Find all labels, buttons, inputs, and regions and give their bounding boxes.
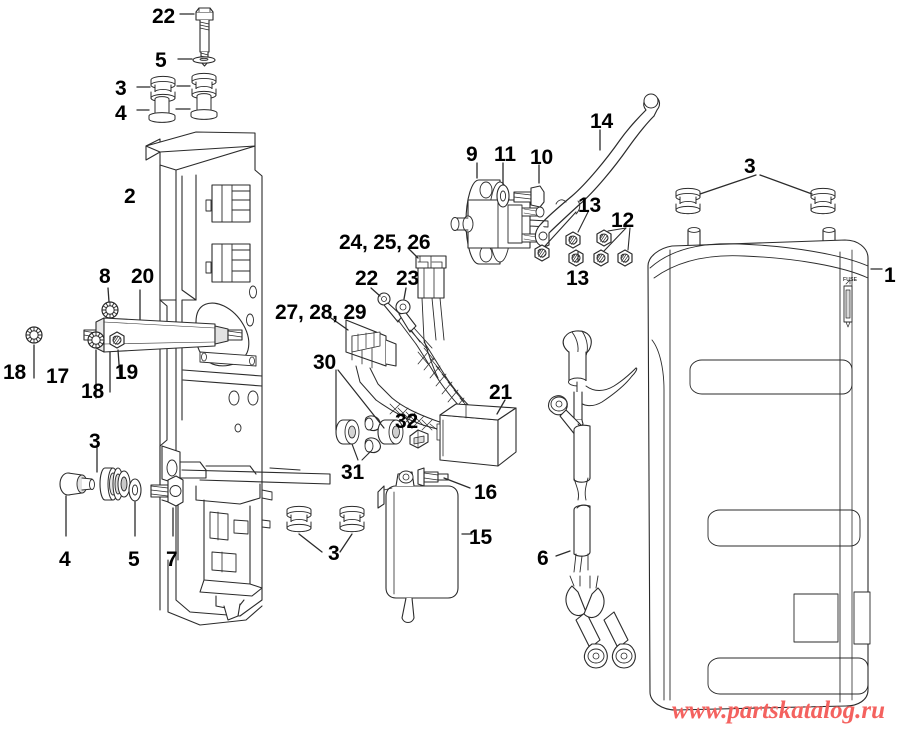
callout-5: 5: [155, 49, 167, 72]
part-12-nut-a: [596, 229, 612, 247]
part-15-control-unit: [377, 470, 473, 624]
callout-2: 2: [124, 185, 136, 208]
callout-9: 9: [466, 143, 478, 166]
callout-21: 21: [489, 381, 512, 404]
part-12-nut-b: [617, 249, 633, 267]
callout-3: 3: [115, 77, 127, 100]
callout-17: 17: [46, 365, 69, 388]
part-11-washer: [496, 162, 510, 208]
callout-12: 12: [611, 209, 634, 232]
callout-27-28-29: 27, 28, 29: [275, 301, 367, 324]
site-watermark: www.partskatalog.ru: [672, 697, 886, 724]
callout-19: 19: [115, 361, 138, 384]
part-8-washer: [101, 301, 119, 319]
part-3-grommet-bottom-left: [286, 505, 312, 533]
callout-3: 3: [328, 542, 340, 565]
part-16-screw: [417, 467, 471, 489]
callout-22: 22: [152, 5, 175, 28]
callout-4: 4: [59, 548, 71, 571]
callout-22: 22: [355, 267, 378, 290]
callout-23: 23: [396, 267, 419, 290]
callout-15: 15: [469, 526, 492, 549]
part-18-lockwasher-left: [25, 326, 43, 344]
part-24-25-26-connector: [407, 247, 447, 341]
callout-24-25-26: 24, 25, 26: [339, 231, 431, 254]
part-3-grommet-battery-right: [810, 187, 836, 215]
part-22-bolt: [179, 7, 214, 67]
part-13-nut-b: [565, 231, 581, 249]
part-31-isolators: [335, 415, 404, 461]
part-1-battery-case: [647, 227, 883, 711]
part-19-nut: [109, 331, 125, 349]
part-13-nut-c: [568, 249, 584, 267]
part-13-nut-a: [534, 244, 550, 262]
callout-30: 30: [313, 351, 336, 374]
part-27-28-29-connector: [330, 317, 397, 401]
part-5-washer-top: [177, 56, 216, 64]
callout-31: 31: [341, 461, 364, 484]
part-18-lockwasher-right: [87, 331, 105, 349]
part-13-nut-d: [593, 249, 609, 267]
part-23-ring-terminal: [395, 287, 433, 351]
part-14-battery-cable: [534, 93, 661, 247]
callout-3: 3: [744, 155, 756, 178]
callout-13: 13: [578, 194, 601, 217]
part-10-bolt: [513, 164, 545, 208]
part-3-grommet-bottom-right: [339, 505, 365, 533]
callout-10: 10: [530, 146, 553, 169]
part-6-cable-harness: [547, 330, 638, 669]
part-22-ring-terminal: [370, 287, 421, 345]
part-5-washer-lower: [128, 478, 142, 537]
callout-8: 8: [99, 265, 111, 288]
callout-11: 11: [494, 143, 516, 166]
callout-6: 6: [537, 547, 549, 570]
callout-13: 13: [566, 267, 589, 290]
fuse-label: FUSE: [843, 277, 858, 283]
part-32-clip: [405, 417, 429, 449]
callout-3: 3: [89, 430, 101, 453]
callout-32: 32: [395, 410, 418, 433]
part-9-solenoid: [450, 162, 549, 265]
part-21-relay: [436, 399, 517, 467]
callout-5: 5: [128, 548, 140, 571]
callout-18: 18: [81, 380, 104, 403]
part-4-spacer-lower: [59, 472, 95, 537]
callout-16: 16: [474, 481, 497, 504]
part-7-bolt: [150, 475, 184, 537]
callout-20: 20: [131, 265, 154, 288]
callout-7: 7: [166, 548, 178, 571]
callout-18: 18: [3, 361, 26, 384]
callout-14: 14: [590, 110, 613, 133]
part-3-grommet-battery-left: [675, 187, 701, 215]
callout-4: 4: [115, 102, 127, 125]
callout-1: 1: [884, 264, 896, 287]
part-3-grommet-lower-left: [96, 447, 131, 501]
